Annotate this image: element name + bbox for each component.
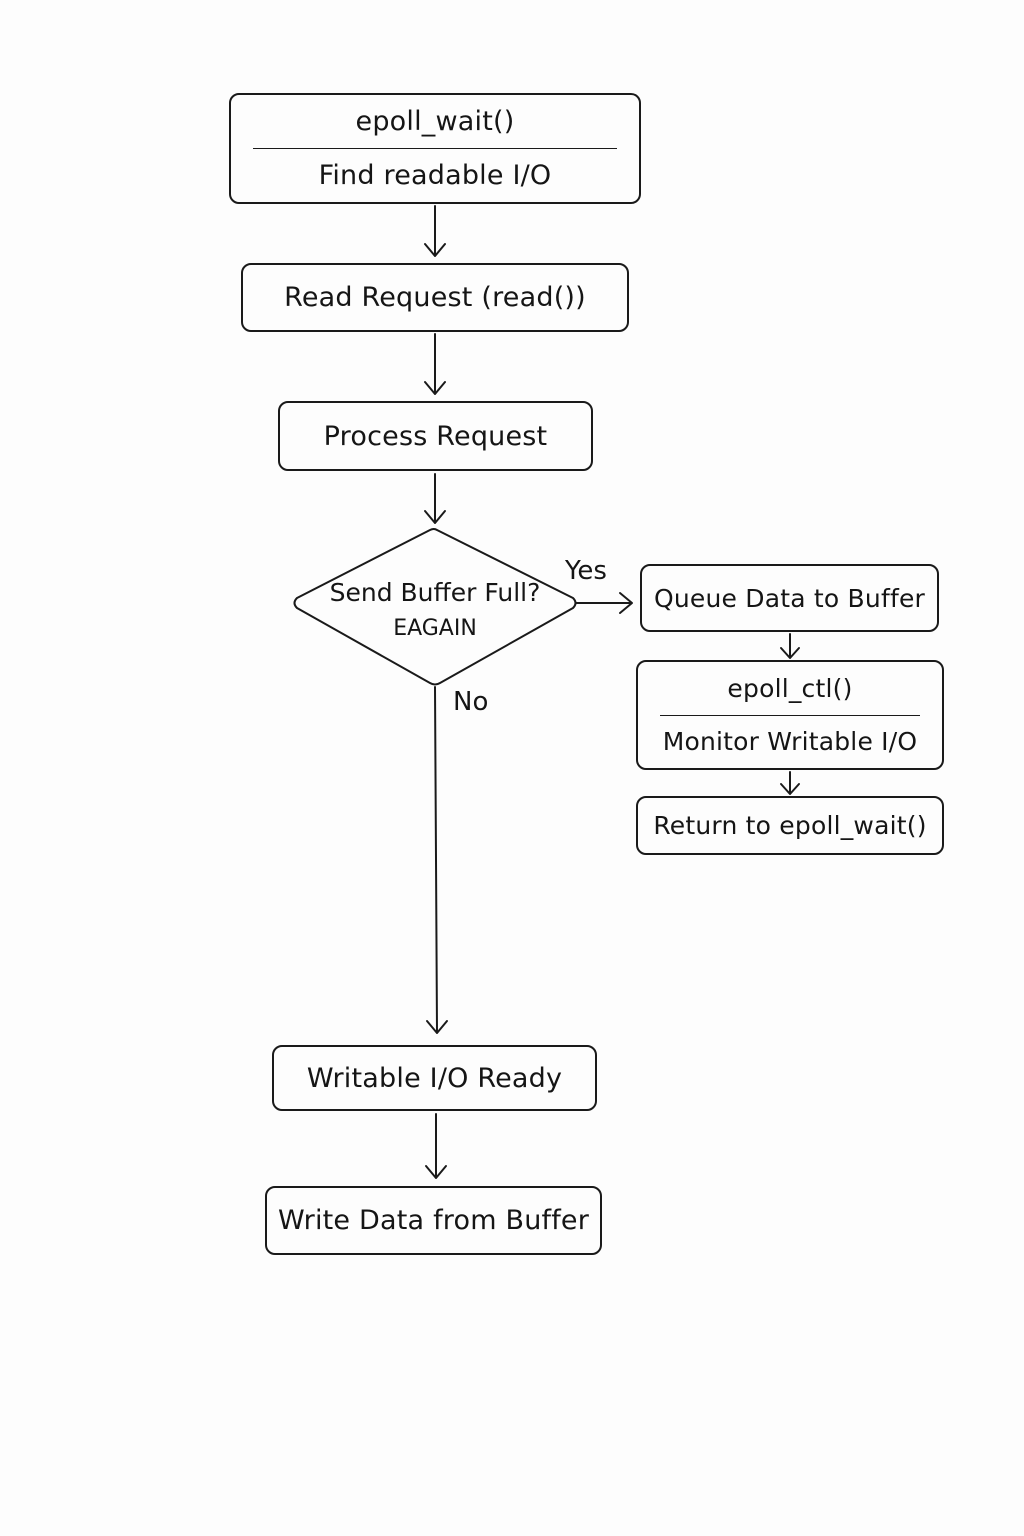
yes-label: Yes <box>565 556 607 586</box>
return-wait-label: Return to epoll_wait() <box>653 811 927 840</box>
write-data-label: Write Data from Buffer <box>277 1205 590 1236</box>
writable-ready-label: Writable I/O Ready <box>306 1062 563 1094</box>
process-request-node: Process Request <box>278 401 593 471</box>
return-wait-node: Return to epoll_wait() <box>636 796 944 855</box>
epoll-wait-title: epoll_wait() <box>355 106 515 137</box>
arrowhead-epoll-wait-to-read <box>424 243 446 257</box>
arrowhead-epoll-ctl-to-return <box>780 783 800 795</box>
epoll-ctl-node: epoll_ctl() Monitor Writable I/O <box>636 660 944 770</box>
arrowhead-process-to-decision <box>424 510 446 524</box>
process-request-label: Process Request <box>323 420 548 452</box>
arrowhead-decision-to-queue <box>619 592 633 614</box>
no-label: No <box>453 687 489 717</box>
epoll-ctl-subtitle: Monitor Writable I/O <box>662 727 918 757</box>
arrowhead-writable-to-write <box>425 1165 447 1179</box>
queue-data-label: Queue Data to Buffer <box>653 583 926 613</box>
arrowhead-decision-to-writable <box>426 1020 448 1034</box>
decision-detail: EAGAIN <box>393 616 477 641</box>
queue-data-node: Queue Data to Buffer <box>640 564 939 632</box>
epoll-ctl-title: epoll_ctl() <box>727 673 853 703</box>
writable-ready-node: Writable I/O Ready <box>272 1045 597 1111</box>
arrowhead-queue-to-epoll-ctl <box>780 647 800 659</box>
write-data-node: Write Data from Buffer <box>265 1186 602 1255</box>
epoll-wait-divider <box>253 148 617 149</box>
decision-diamond <box>293 528 577 686</box>
read-request-label: Read Request (read()) <box>284 282 586 313</box>
arrowhead-read-to-process <box>424 381 446 395</box>
epoll-wait-node: epoll_wait() Find readable I/O <box>229 93 641 204</box>
arrow-decision-to-writable <box>434 686 438 1033</box>
read-request-node: Read Request (read()) <box>241 263 629 332</box>
decision-question: Send Buffer Full? <box>329 578 541 607</box>
epoll-wait-subtitle: Find readable I/O <box>318 160 552 191</box>
epoll-ctl-divider <box>660 714 920 716</box>
